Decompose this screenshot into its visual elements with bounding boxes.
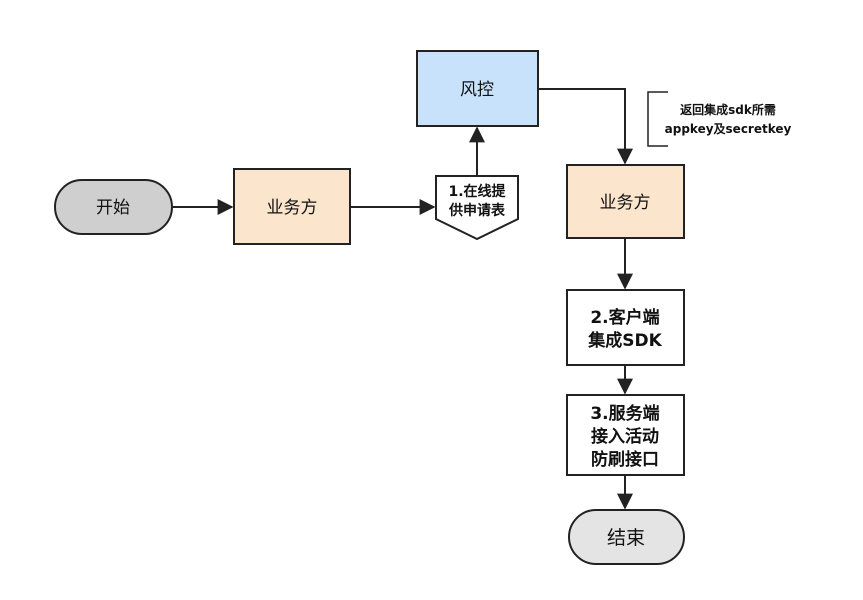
node-end[interactable]: 结束: [568, 509, 685, 565]
end-terminal-shape: [568, 509, 685, 565]
annotation-line-2: appkey及secretkey: [665, 122, 792, 136]
server-api-line-3: 防刷接口: [591, 449, 659, 470]
business-party-2-box: [566, 164, 685, 239]
edges: [172, 88, 633, 510]
server-api-line-2: 接入活动: [591, 426, 659, 447]
client-sdk-line-2: 集成SDK: [587, 330, 662, 351]
node-business-party-2[interactable]: 业务方: [566, 164, 685, 239]
node-business-party-1[interactable]: 业务方: [233, 168, 351, 245]
online-application-line-2: 供申请表: [448, 202, 506, 219]
node-risk-control[interactable]: 风控: [416, 50, 539, 127]
online-application-line-1: 1.在线提: [448, 183, 506, 200]
risk-control-box: [416, 50, 539, 127]
node-start[interactable]: 开始: [54, 179, 173, 235]
client-sdk-box: [566, 289, 685, 366]
end-label: 结束: [607, 527, 645, 549]
node-server-api[interactable]: 3.服务端 接入活动 防刷接口: [566, 394, 685, 476]
edge-risk-to-business2: [538, 88, 633, 165]
business-party-1-box: [233, 168, 351, 245]
start-terminal-shape: [54, 179, 173, 235]
business-party-2-label: 业务方: [600, 193, 651, 213]
annotation-line-1: 返回集成sdk所需: [680, 102, 776, 117]
start-label: 开始: [96, 198, 130, 218]
server-api-line-1: 3.服务端: [590, 403, 659, 424]
node-online-application[interactable]: 1.在线提 供申请表: [435, 175, 519, 241]
business-party-1-label: 业务方: [267, 198, 318, 218]
annotation-bracket: [647, 91, 668, 147]
client-sdk-line-1: 2.客户端: [590, 307, 659, 328]
server-api-box: [566, 394, 685, 476]
online-application-shape: [435, 175, 519, 241]
risk-control-label: 风控: [460, 80, 494, 100]
node-client-sdk[interactable]: 2.客户端 集成SDK: [566, 289, 685, 366]
annotation-appkey: 返回集成sdk所需 appkey及secretkey: [647, 91, 792, 147]
